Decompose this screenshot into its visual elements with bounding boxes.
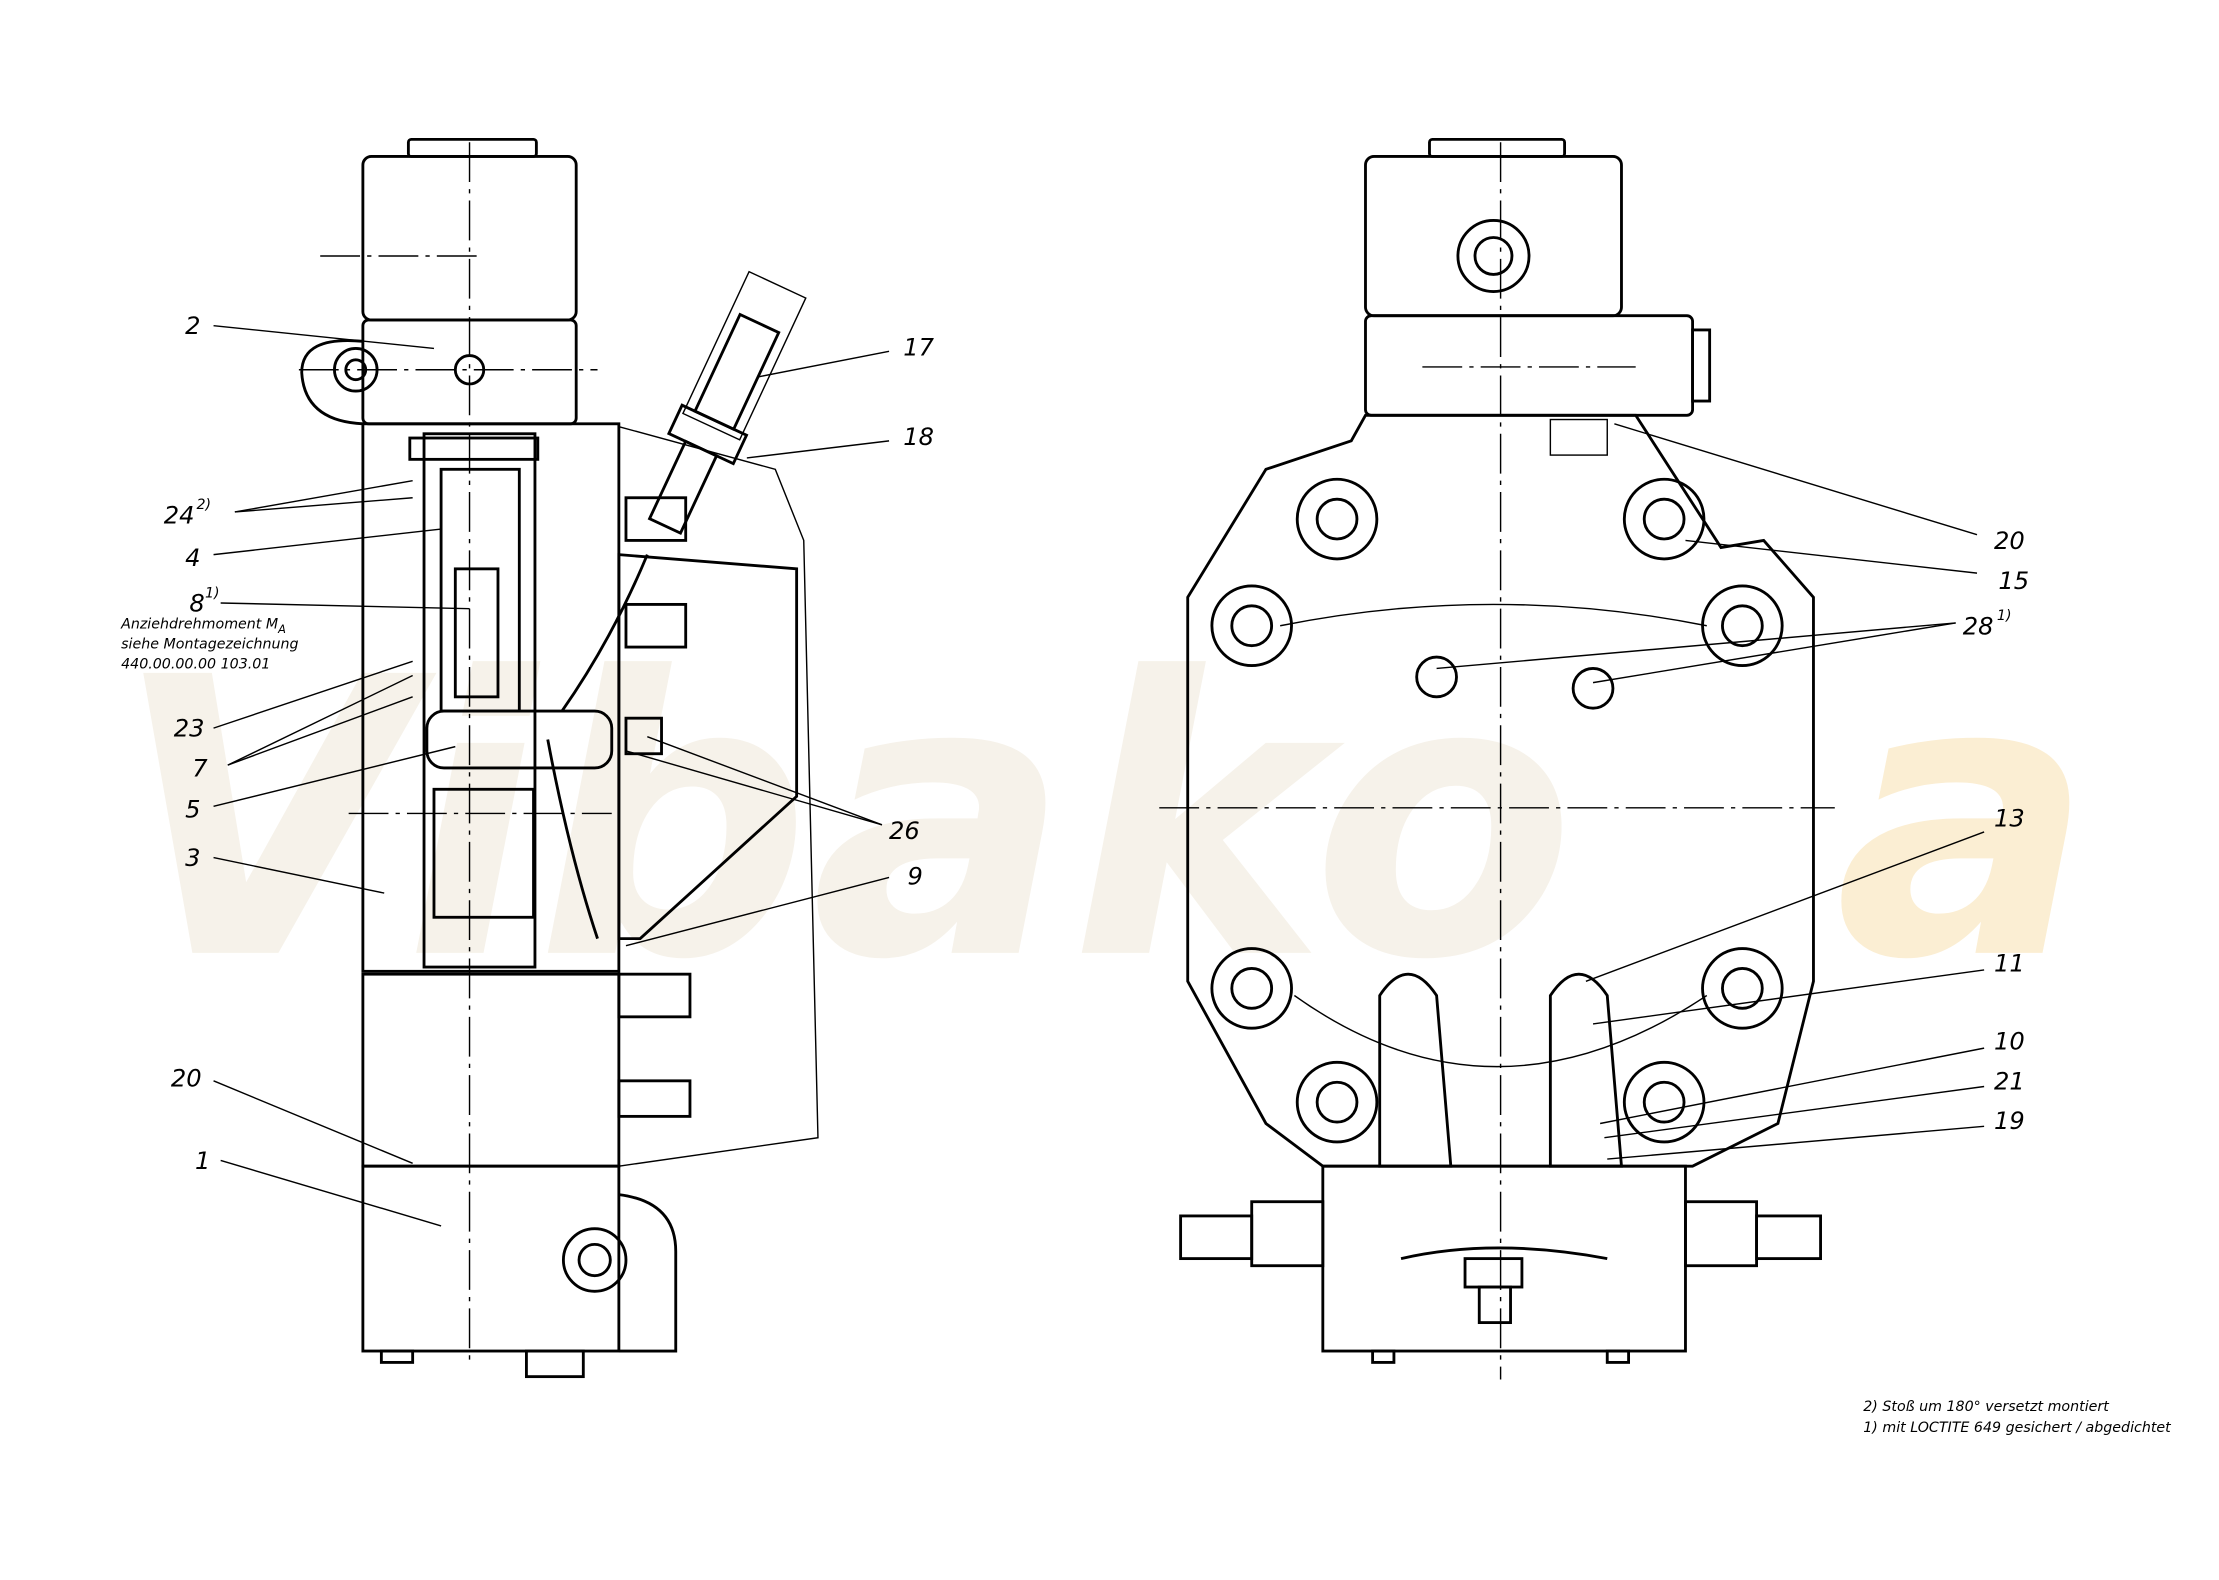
bolt-heads xyxy=(1210,477,1784,1144)
label-7: 7 xyxy=(192,754,208,782)
label-13: 13 xyxy=(1994,804,2025,832)
label-8-footnote: 1) xyxy=(205,585,220,601)
right-leader-lines xyxy=(1436,423,1985,1160)
right-labels: 20 15 28 1) 13 11 10 21 19 xyxy=(1963,527,2029,1135)
torque-note: Anziehdrehmoment MA siehe Montagezeichnu… xyxy=(120,617,298,673)
label-28: 28 xyxy=(1963,612,1994,640)
left-sectional-view xyxy=(298,137,819,1379)
torque-note-line3: 440.00.00.00 103.01 xyxy=(121,656,270,672)
label-18: 18 xyxy=(903,423,934,451)
torque-note-line1: Anziehdrehmoment MA xyxy=(120,617,286,636)
label-9: 9 xyxy=(908,863,923,891)
label-17: 17 xyxy=(903,334,934,362)
label-20-left: 20 xyxy=(171,1065,202,1093)
label-19: 19 xyxy=(1994,1107,2025,1135)
footnote-2: 2) Stoß um 180° versetzt montiert xyxy=(1863,1399,2110,1415)
left-leader-lines xyxy=(213,324,890,1227)
label-24-footnote: 2) xyxy=(196,497,211,513)
label-26: 26 xyxy=(889,817,920,845)
right-front-view xyxy=(1159,137,1835,1380)
footnote-1: 1) mit LOCTITE 649 gesichert / abgedicht… xyxy=(1863,1420,2172,1436)
label-11: 11 xyxy=(1994,949,2025,977)
label-2: 2 xyxy=(185,312,200,340)
label-21: 21 xyxy=(1994,1067,2025,1095)
label-5: 5 xyxy=(185,796,200,824)
label-8: 8 xyxy=(189,590,204,618)
label-24: 24 xyxy=(164,501,195,529)
label-20-right: 20 xyxy=(1994,527,2025,555)
label-15: 15 xyxy=(1998,567,2029,595)
label-3: 3 xyxy=(185,844,200,872)
label-28-footnote: 1) xyxy=(1997,608,2012,624)
footnotes: 2) Stoß um 180° versetzt montiert 1) mit… xyxy=(1863,1399,2172,1436)
label-23: 23 xyxy=(174,715,205,743)
label-4: 4 xyxy=(185,544,200,572)
label-1: 1 xyxy=(195,1147,210,1175)
torque-note-line2: siehe Montagezeichnung xyxy=(121,636,298,652)
watermark: Vibako a xyxy=(114,597,2094,1044)
watermark-text: Vibako xyxy=(114,597,1575,1044)
label-10: 10 xyxy=(1994,1028,2025,1056)
left-labels: 2 17 18 24 2) 4 8 1) Anziehdrehmoment MA… xyxy=(120,312,935,1175)
watermark-accent: a xyxy=(1835,597,2094,1044)
